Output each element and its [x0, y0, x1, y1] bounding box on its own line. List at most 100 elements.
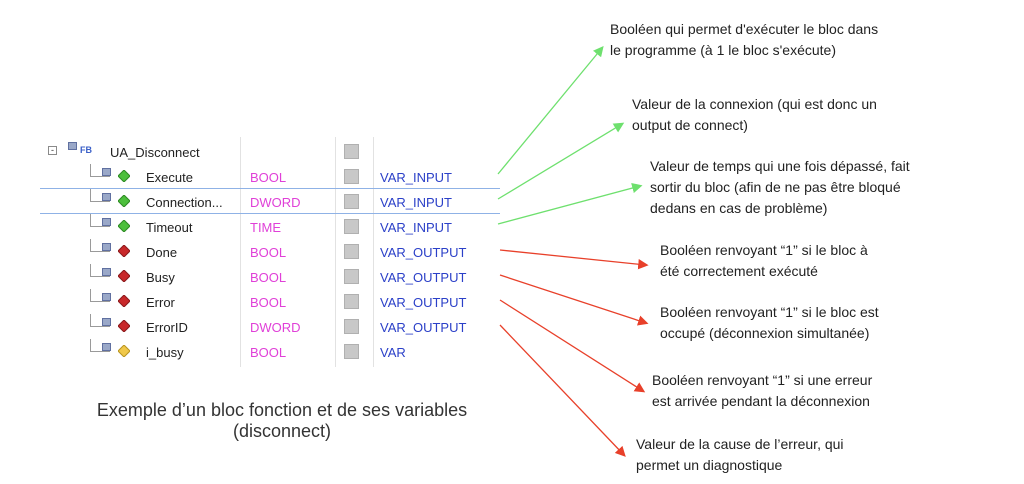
pin-icon: [102, 168, 111, 176]
variable-name: Done: [146, 245, 178, 260]
variable-name: ErrorID: [146, 320, 188, 335]
arrow-execute: [497, 45, 604, 175]
row-selection-border: [40, 188, 500, 189]
variable-type: TIME: [250, 220, 282, 235]
collapse-toggle[interactable]: -: [48, 146, 57, 155]
variable-name: Error: [146, 295, 175, 310]
variable-row[interactable]: Error BOOL VAR_OUTPUT: [40, 289, 500, 314]
pin-icon: [68, 142, 77, 150]
pin-icon: [102, 243, 111, 251]
tree-line: [90, 226, 110, 227]
annotation-done: Booléen renvoyant “1” si le bloc à été c…: [660, 240, 868, 282]
pin-icon: [102, 343, 111, 351]
red-diamond-output-icon: [118, 270, 130, 282]
variable-type: BOOL: [250, 170, 287, 185]
column-separator: [335, 137, 336, 367]
variable-scope: VAR: [380, 345, 406, 360]
tree-line: [90, 301, 110, 302]
tree-line: [90, 201, 110, 202]
variable-name: Execute: [146, 170, 193, 185]
pin-icon: [102, 193, 111, 201]
red-diamond-output-icon: [118, 245, 130, 257]
column-separator: [240, 137, 241, 367]
annotation-line: Valeur de temps qui une fois dépassé, fa…: [650, 158, 910, 174]
annotation-error: Booléen renvoyant “1” si une erreur est …: [652, 370, 872, 412]
tree-line: [90, 339, 91, 352]
variable-row[interactable]: Done BOOL VAR_OUTPUT: [40, 239, 500, 264]
tree-line: [90, 214, 91, 227]
variable-name: Connection...: [146, 195, 223, 210]
annotation-line: Booléen renvoyant “1” si le bloc à: [660, 242, 868, 258]
variable-type: BOOL: [250, 245, 287, 260]
annotation-errorid: Valeur de la cause de l’erreur, qui perm…: [636, 434, 844, 476]
arrow-errorid: [499, 324, 626, 457]
tree-line: [90, 164, 91, 177]
variable-scope: VAR_INPUT: [380, 220, 452, 235]
annotation-execute: Booléen qui permet d'exécuter le bloc da…: [610, 19, 878, 61]
variable-name: Busy: [146, 270, 175, 285]
annotation-line: dedans en cas de problème): [650, 200, 828, 216]
annotation-line: été correctement exécuté: [660, 263, 818, 279]
variable-scope: VAR_INPUT: [380, 170, 452, 185]
tree-line: [90, 251, 110, 252]
variable-checkbox[interactable]: [344, 294, 359, 309]
fb-root-row[interactable]: - FB UA_Disconnect: [40, 139, 500, 164]
variable-checkbox[interactable]: [344, 219, 359, 234]
tree-line: [90, 176, 110, 177]
annotation-line: occupé (déconnexion simultanée): [660, 325, 870, 341]
variable-type: DWORD: [250, 195, 301, 210]
annotation-line: Booléen renvoyant “1” si le bloc est: [660, 304, 879, 320]
variable-checkbox[interactable]: [344, 244, 359, 259]
annotation-line: sortir du bloc (afin de ne pas être bloq…: [650, 179, 901, 195]
variable-checkbox[interactable]: [344, 194, 359, 209]
pin-icon: [102, 318, 111, 326]
caption-line-1: Exemple d’un bloc fonction et de ses var…: [96, 400, 468, 420]
variable-row[interactable]: Connection... DWORD VAR_INPUT: [40, 189, 500, 214]
variable-checkbox[interactable]: [344, 344, 359, 359]
annotation-line: Valeur de la cause de l’erreur, qui: [636, 436, 844, 452]
red-diamond-output-icon: [118, 295, 130, 307]
arrow-connection: [497, 122, 625, 200]
variable-row[interactable]: Busy BOOL VAR_OUTPUT: [40, 264, 500, 289]
arrow-timeout: [497, 182, 643, 225]
variable-type: BOOL: [250, 345, 287, 360]
annotation-line: Booléen renvoyant “1” si une erreur: [652, 372, 873, 388]
variable-name: Timeout: [146, 220, 193, 235]
variable-row[interactable]: Execute BOOL VAR_INPUT: [40, 164, 500, 189]
root-checkbox[interactable]: [344, 144, 359, 159]
caption-line-2: (disconnect): [232, 421, 332, 441]
annotation-line: permet un diagnostique: [636, 457, 783, 473]
annotation-busy: Booléen renvoyant “1” si le bloc est occ…: [660, 302, 879, 344]
row-selection-border: [40, 213, 500, 214]
variable-scope: VAR_OUTPUT: [380, 295, 467, 310]
yellow-diamond-var-icon: [118, 345, 130, 357]
variable-checkbox[interactable]: [344, 269, 359, 284]
arrow-error: [499, 299, 646, 393]
variable-checkbox[interactable]: [344, 319, 359, 334]
pin-icon: [102, 293, 111, 301]
tree-line: [90, 264, 91, 277]
variable-scope: VAR_INPUT: [380, 195, 452, 210]
tree-line: [90, 276, 110, 277]
annotation-line: le programme (à 1 le bloc s'exécute): [610, 42, 836, 58]
variable-row[interactable]: Timeout TIME VAR_INPUT: [40, 214, 500, 239]
fb-badge-icon: FB: [80, 145, 92, 155]
variable-checkbox[interactable]: [344, 169, 359, 184]
variable-type: BOOL: [250, 270, 287, 285]
annotation-line: est arrivée pendant la déconnexion: [652, 393, 870, 409]
column-separator: [373, 137, 374, 367]
variable-scope: VAR_OUTPUT: [380, 245, 467, 260]
annotation-line: output de connect): [632, 117, 748, 133]
pin-icon: [102, 268, 111, 276]
red-diamond-output-icon: [118, 320, 130, 332]
tree-line: [90, 314, 91, 327]
green-diamond-input-icon: [118, 195, 130, 207]
annotation-line: Valeur de la connexion (qui est donc un: [632, 96, 877, 112]
variable-row[interactable]: ErrorID DWORD VAR_OUTPUT: [40, 314, 500, 339]
tree-line: [90, 239, 91, 252]
annotation-timeout: Valeur de temps qui une fois dépassé, fa…: [650, 156, 910, 219]
variable-scope: VAR_OUTPUT: [380, 270, 467, 285]
figure-caption: Exemple d’un bloc fonction et de ses var…: [22, 400, 542, 442]
variable-row[interactable]: i_busy BOOL VAR: [40, 339, 500, 364]
